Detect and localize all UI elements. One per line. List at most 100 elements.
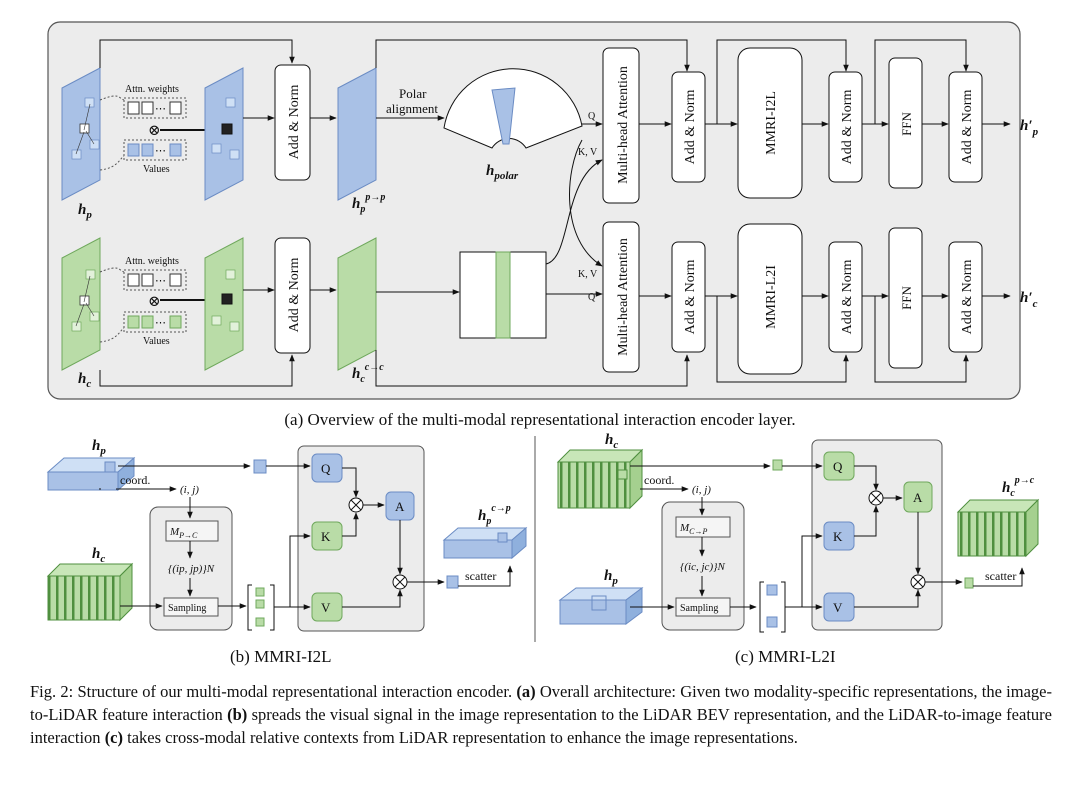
otimes-bottom: ⊗ — [148, 294, 161, 310]
q-label-bottom: Q — [588, 292, 596, 303]
add-norm-bottom-1 — [274, 237, 311, 354]
l2i-v-label: V — [833, 600, 843, 615]
ffn-bottom — [888, 227, 923, 369]
hp-updated-map — [204, 67, 244, 201]
caption-a: (a) Overview of the multi-modal represen… — [284, 410, 796, 429]
i2l-q-label: Q — [321, 461, 331, 476]
i2l-hc-label: hc — [92, 546, 105, 565]
add-norm-top-1-label: Add & Norm — [287, 85, 302, 160]
i2l-ij-label: (i, j) — [180, 484, 199, 496]
values-dots-bottom: ⋯ — [155, 317, 166, 329]
i2l-query-cube — [253, 459, 267, 474]
mha-top — [602, 47, 640, 204]
values-label-top: Values — [143, 164, 170, 175]
i2l-hp-c2p-label: hpc→p — [478, 503, 511, 527]
add-norm-top-4 — [948, 71, 983, 183]
add-norm-bottom-2 — [671, 241, 706, 353]
l2i-hc-p2c-label: hcp→c — [1002, 475, 1035, 499]
add-norm-bottom-4-label: Add & Norm — [960, 260, 975, 335]
l2i-ij-label: (i, j) — [692, 484, 711, 496]
l2i-scatter-label: scatter — [985, 569, 1016, 583]
hp-feature-map — [61, 67, 101, 201]
l2i-sampled-column — [759, 581, 786, 633]
l2i-image-tensor — [558, 587, 644, 625]
attn-dots-bottom: ⋯ — [155, 275, 166, 287]
add-norm-top-1 — [274, 64, 311, 181]
attn-weights-label-bottom: Attn. weights — [125, 256, 179, 267]
i2l-mapping-box — [165, 520, 219, 542]
value-cubes-top — [123, 139, 187, 161]
add-norm-top-2-label: Add & Norm — [683, 90, 698, 165]
ffn-top — [888, 57, 923, 189]
caption-text-a: Overall architecture: Given two modality… — [30, 682, 1052, 724]
hc-c2c-map — [337, 237, 377, 371]
hc-label: hc — [78, 371, 91, 390]
mmri-i2l-label: MMRI-I2L — [764, 91, 779, 155]
caption-c: (c) MMRI-L2I — [735, 647, 836, 666]
i2l-sampling-label: Sampling — [168, 603, 206, 614]
l2i-a-label: A — [913, 490, 923, 505]
l2i-sampling-label: Sampling — [680, 603, 718, 614]
architecture-figure: hp Attn. weights ⋯ ⊗ ⋯ Values Add & Norm… — [46, 21, 1040, 642]
l2i-lidar-tensor — [556, 448, 644, 510]
i2l-output-tensor — [442, 526, 528, 560]
add-norm-top-3 — [828, 71, 863, 183]
attn-weight-cubes-top — [123, 97, 187, 119]
l2i-coord-label: coord. — [644, 473, 674, 487]
add-norm-top-3-label: Add & Norm — [840, 90, 855, 165]
mmri-l2i-block — [737, 223, 803, 375]
values-dots-top: ⋯ — [155, 145, 166, 157]
value-cubes-bottom — [123, 311, 187, 333]
kv-label-top: K, V — [578, 147, 598, 158]
l2i-output-tensor — [956, 498, 1040, 558]
l2i-q-label: Q — [833, 459, 843, 474]
ffn-bottom-label: FFN — [899, 285, 914, 309]
caption-b: (b) MMRI-I2L — [230, 647, 332, 666]
i2l-set-label: {(ip, jp)}N — [168, 563, 215, 575]
caption-tag-a: (a) — [516, 682, 536, 701]
hp-prime-label: h′p — [1020, 118, 1039, 138]
l2i-k-label: K — [833, 529, 843, 544]
i2l-mapping-label: MP→C — [169, 526, 198, 540]
add-norm-bottom-2-label: Add & Norm — [683, 260, 698, 335]
add-norm-bottom-4 — [948, 241, 983, 353]
l2i-mapping-label: MC→P — [679, 522, 708, 536]
caption-prefix: Fig. 2: Structure of our multi-modal rep… — [30, 682, 517, 701]
add-norm-top-2 — [671, 71, 706, 183]
i2l-v-label: V — [321, 600, 331, 615]
add-norm-bottom-3-label: Add & Norm — [840, 260, 855, 335]
hc-updated-map — [204, 237, 244, 371]
i2l-coord-label: coord. — [120, 473, 150, 487]
l2i-query-cube — [772, 459, 783, 471]
bev-grid — [459, 251, 547, 339]
l2i-mapping-box — [675, 516, 731, 538]
i2l-lidar-tensor — [46, 562, 134, 622]
ffn-top-label: FFN — [899, 111, 914, 135]
hp-p2p-map — [337, 67, 377, 201]
attn-weights-label-top: Attn. weights — [125, 84, 179, 95]
values-label-bottom: Values — [143, 336, 170, 347]
caption-text-b: spreads the visual signal in the image r… — [30, 705, 1052, 747]
i2l-hp-label: hp — [92, 438, 106, 457]
caption-tag-c: (c) — [104, 728, 124, 747]
i2l-k-label: K — [321, 529, 331, 544]
caption-text-c: takes cross-modal relative contexts from… — [123, 728, 798, 747]
l2i-hc-label: hc — [605, 432, 618, 451]
add-norm-bottom-1-label: Add & Norm — [287, 258, 302, 333]
figure-caption: Fig. 2: Structure of our multi-modal rep… — [30, 680, 1052, 749]
caption-tag-b: (b) — [227, 705, 248, 724]
mha-bottom-label: Multi-head Attention — [616, 238, 631, 356]
l2i-hp-label: hp — [604, 568, 618, 587]
mha-bottom — [602, 221, 640, 373]
add-norm-bottom-3 — [828, 241, 863, 353]
l2i-set-label: {(ic, jc)}N — [680, 561, 726, 573]
i2l-sampling-box — [163, 597, 219, 617]
attn-dots-top: ⋯ — [155, 103, 166, 115]
q-label-top: Q — [588, 111, 596, 122]
otimes-top: ⊗ — [148, 123, 161, 139]
l2i-output-cube — [964, 577, 974, 589]
attn-weight-cubes-bottom — [123, 269, 187, 291]
i2l-sampled-column — [247, 584, 275, 631]
mha-top-label: Multi-head Attention — [616, 66, 631, 184]
hc-feature-map — [61, 237, 101, 371]
